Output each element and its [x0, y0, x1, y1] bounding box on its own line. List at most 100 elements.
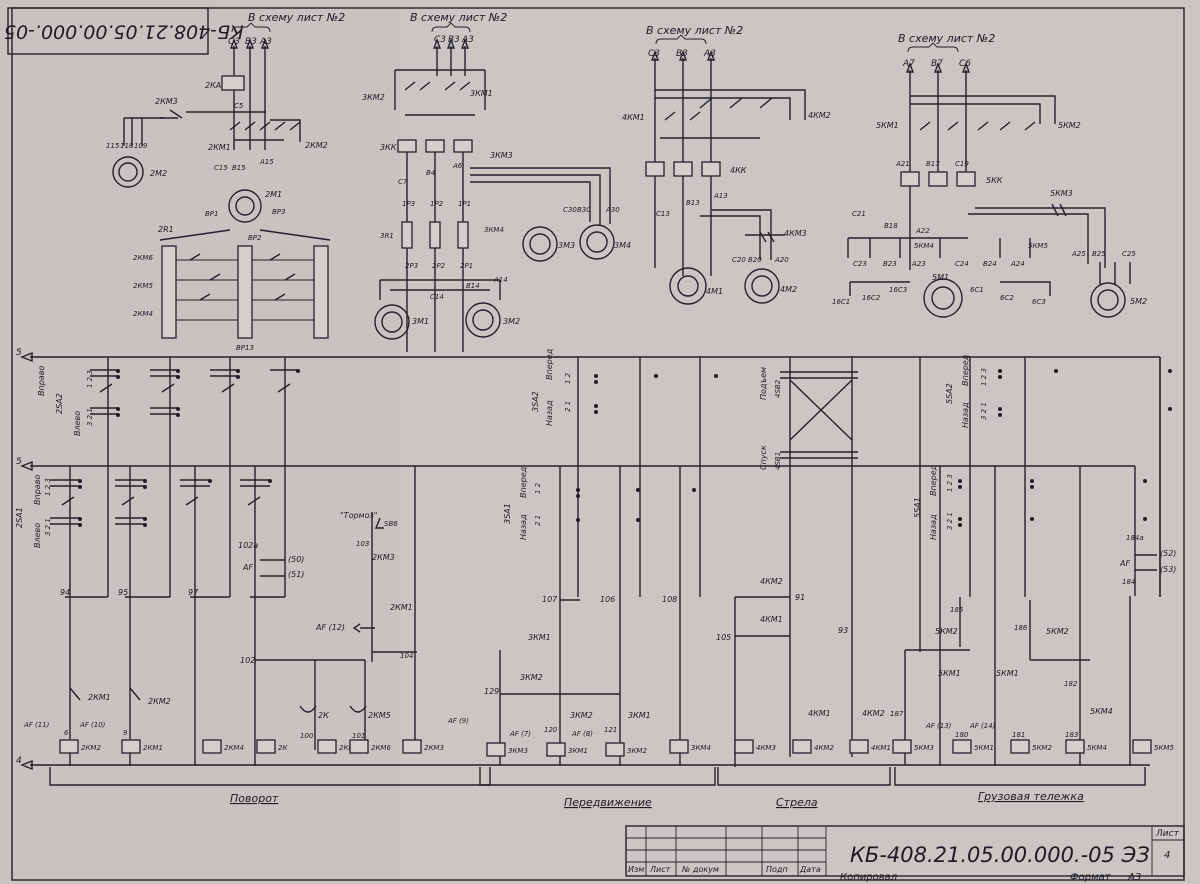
svg-text:2КА: 2КА — [205, 81, 221, 90]
sheet-label: Лист — [1155, 829, 1180, 839]
svg-text:С23: С23 — [853, 260, 867, 268]
svg-text:А13: А13 — [713, 192, 728, 200]
contact-dot — [268, 479, 272, 483]
svg-text:Вперед: Вперед — [545, 348, 554, 380]
coil-label: 4КМ2 — [814, 744, 834, 752]
contact-dot — [236, 375, 240, 379]
svg-text:В15: В15 — [232, 164, 246, 172]
svg-text:А25: А25 — [1071, 250, 1086, 258]
contact-dot — [143, 479, 147, 483]
svg-text:ВР3: ВР3 — [272, 208, 285, 216]
svg-text:100: 100 — [300, 732, 314, 740]
coil-label: 5КМ4 — [1087, 744, 1107, 752]
svg-text:3 2 1: 3 2 1 — [44, 518, 52, 536]
contact-dot — [594, 374, 598, 378]
svg-text:105: 105 — [716, 633, 731, 642]
coil-label: 2КМ3 — [424, 744, 444, 752]
coil-label: 4КМ3 — [756, 744, 776, 752]
svg-text:5КМ2: 5КМ2 — [1058, 121, 1081, 130]
svg-text:2КМ3: 2КМ3 — [155, 97, 178, 106]
svg-text:А3: А3 — [461, 35, 474, 45]
coil-box — [792, 739, 812, 754]
svg-text:В18: В18 — [884, 222, 898, 230]
coil-box — [59, 739, 79, 754]
contact-dot — [1143, 479, 1147, 483]
svg-text:С24: С24 — [955, 260, 969, 268]
svg-text:121: 121 — [604, 726, 617, 734]
svg-text:6С1: 6С1 — [970, 286, 984, 294]
contact-dot — [176, 413, 180, 417]
svg-text:4КМ1: 4КМ1 — [622, 113, 645, 122]
svg-text:В30: В30 — [577, 206, 591, 214]
rotate-power-circuit: В схему лист №2 С3 В3 А3 2КА 2КМ3 115 11… — [106, 11, 345, 352]
coil-box — [202, 739, 222, 754]
svg-text:3КМ2: 3КМ2 — [570, 711, 593, 720]
contact-dot — [998, 375, 1002, 379]
svg-text:3КМ2: 3КМ2 — [520, 673, 543, 682]
svg-text:1 2 3: 1 2 3 — [946, 474, 954, 492]
svg-text:4SB1: 4SB1 — [774, 452, 782, 470]
coil-label: 3КМ3 — [508, 747, 528, 755]
svg-text:187: 187 — [890, 710, 904, 718]
svg-text:Назад: Назад — [961, 402, 970, 428]
svg-text:А20: А20 — [774, 256, 789, 264]
svg-text:4КМ3: 4КМ3 — [784, 229, 807, 238]
svg-text:А23: А23 — [911, 260, 926, 268]
svg-text:2R1: 2R1 — [158, 225, 174, 234]
svg-text:В4: В4 — [426, 169, 435, 177]
coil-label: 5КМ1 — [974, 744, 994, 752]
svg-text:В20: В20 — [748, 256, 762, 264]
svg-text:5М1: 5М1 — [932, 273, 949, 282]
contact-dot — [958, 523, 962, 527]
svg-text:С25: С25 — [1122, 250, 1136, 258]
svg-text:2 1: 2 1 — [564, 401, 572, 412]
svg-text:5КК: 5КК — [986, 176, 1003, 185]
svg-text:А7: А7 — [902, 59, 915, 69]
svg-text:2КМ4: 2КМ4 — [133, 310, 153, 318]
coil-label: 5КМ5 — [1154, 744, 1174, 752]
contact-dot — [998, 413, 1002, 417]
svg-text:Подъем: Подъем — [759, 367, 768, 400]
svg-text:102а: 102а — [238, 541, 258, 550]
svg-text:3КМ1: 3КМ1 — [470, 89, 493, 98]
coil-label: 2КМ2 — [81, 744, 101, 752]
contact-dot — [78, 485, 82, 489]
coil-box — [952, 739, 972, 754]
svg-text:2Р3: 2Р3 — [405, 262, 418, 270]
section-trolley-label: Грузовая тележка — [978, 790, 1084, 803]
section-boom-label: Стрела — [776, 796, 818, 809]
svg-text:В7: В7 — [931, 59, 943, 69]
coil-box — [892, 739, 912, 754]
svg-text:В схему лист №2: В схему лист №2 — [646, 24, 743, 37]
contact-dot — [1054, 369, 1058, 373]
contact-dot — [236, 369, 240, 373]
svg-text:107: 107 — [542, 595, 558, 604]
svg-text:93: 93 — [838, 626, 848, 635]
svg-text:В14: В14 — [466, 282, 480, 290]
contact-dot — [143, 517, 147, 521]
contact-dot — [714, 374, 718, 378]
svg-text:3КМ2: 3КМ2 — [362, 93, 385, 102]
svg-text:6С2: 6С2 — [1000, 294, 1014, 302]
section-travel-label: Передвижение — [564, 796, 652, 809]
contact-dot — [576, 494, 580, 498]
svg-text:В схему лист №2: В схему лист №2 — [898, 32, 995, 45]
svg-text:94: 94 — [60, 588, 70, 597]
contact-dot — [116, 407, 120, 411]
svg-text:3 2 1: 3 2 1 — [86, 408, 94, 426]
svg-text:В13: В13 — [686, 199, 700, 207]
svg-text:В3: В3 — [448, 35, 460, 45]
svg-text:129: 129 — [484, 687, 499, 696]
svg-text:3КМ1: 3КМ1 — [628, 711, 651, 720]
coil-box — [349, 739, 369, 754]
svg-text:Влево: Влево — [33, 523, 42, 548]
svg-text:С6: С6 — [959, 59, 971, 69]
contact-dot — [176, 407, 180, 411]
svg-text:2Р2: 2Р2 — [432, 262, 446, 270]
svg-text:Вправо: Вправо — [37, 366, 46, 396]
boom-power-circuit: В схему лист №2 С3 В3 А3 4КМ1 4КМ2 4КК С… — [622, 24, 831, 305]
svg-text:184а: 184а — [1126, 534, 1144, 542]
svg-text:АF (12): АF (12) — [315, 623, 345, 632]
svg-text:2КМ2: 2КМ2 — [148, 697, 171, 706]
